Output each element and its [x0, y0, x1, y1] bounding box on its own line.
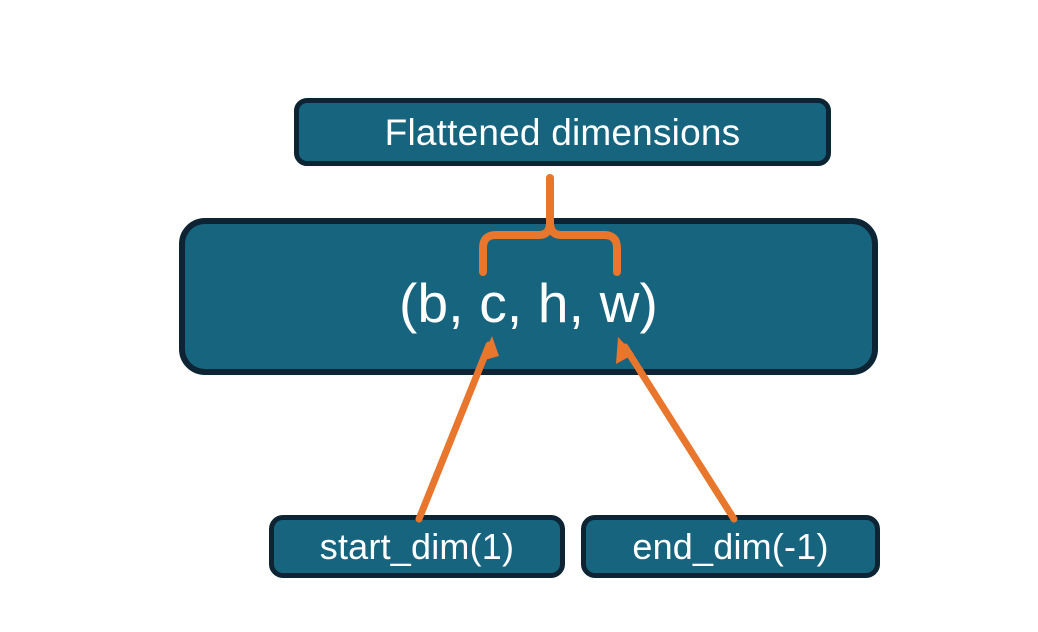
flattened-dimensions-label: Flattened dimensions — [384, 111, 741, 153]
tensor-shape-label: (b, c, h, w) — [398, 272, 659, 334]
tensor-shape-node[interactable]: (b, c, h, w) — [179, 218, 878, 375]
end-dim-label: end_dim(-1) — [632, 525, 829, 567]
flattened-dimensions-node[interactable]: Flattened dimensions — [294, 98, 831, 166]
start-dim-node[interactable]: start_dim(1) — [269, 515, 565, 578]
end-dim-node[interactable]: end_dim(-1) — [581, 515, 880, 578]
start-dim-label: start_dim(1) — [319, 525, 515, 567]
